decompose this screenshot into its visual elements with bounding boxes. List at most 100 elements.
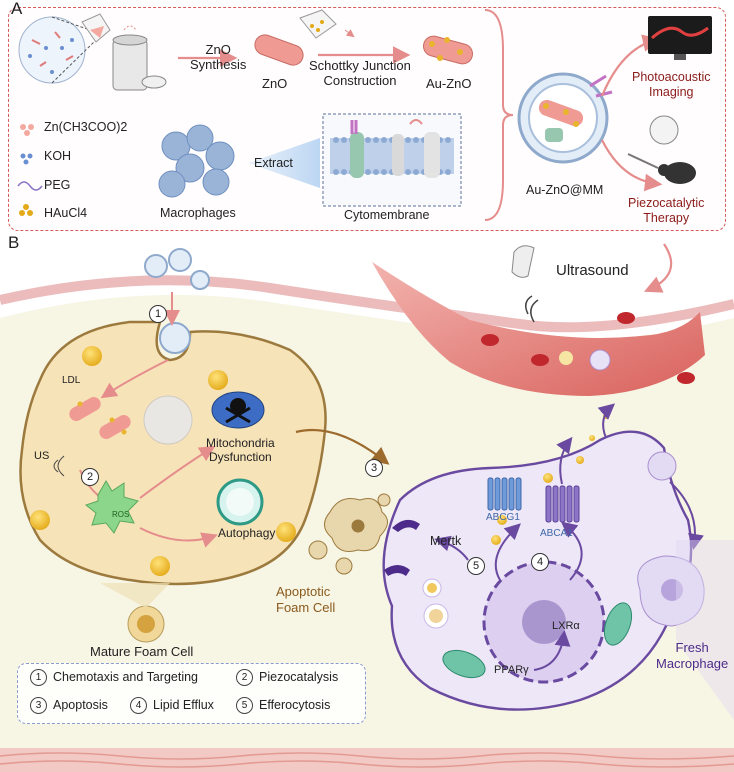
photoacoustic-label: Photoacoustic Imaging xyxy=(632,70,711,99)
lysosome xyxy=(143,395,193,445)
reagent-icons xyxy=(17,124,43,216)
schottky-label: Schottky Junction Construction xyxy=(309,58,411,88)
cytomembrane-box xyxy=(322,113,462,207)
abca1-label: ABCA1 xyxy=(540,528,573,539)
apoptotic-foam-cell-label: Apoptotic Foam Cell xyxy=(276,584,336,615)
step-1-marker: 1 xyxy=(149,305,167,323)
autophagy-label: Autophagy xyxy=(218,526,276,540)
cytomembrane-label: Cytomembrane xyxy=(344,208,430,222)
legend-number: 4 xyxy=(130,697,147,714)
mertk-label: Mertk xyxy=(430,534,462,548)
fresh-macrophage-label: Fresh Macrophage xyxy=(656,640,729,671)
us-label: US xyxy=(34,450,50,462)
legend-text: Apoptosis xyxy=(53,697,108,712)
abcg1-transporter xyxy=(487,477,522,511)
recruited-macrophages xyxy=(637,451,705,627)
reagent-peg: PEG xyxy=(44,178,71,192)
abca1-transporter xyxy=(545,485,580,523)
macrophage-zoom xyxy=(676,540,734,720)
us-waves xyxy=(53,455,65,477)
endothelium xyxy=(0,275,734,333)
ros-to-mito-arrow xyxy=(139,445,216,499)
ultrasound-probe-icon xyxy=(511,245,539,323)
incoming-nanoparticles xyxy=(144,248,210,354)
lxr-to-abcg1-arrow xyxy=(494,523,521,581)
legend-item-lipid-efflux: 4 Lipid Efflux xyxy=(130,697,214,714)
legend-text: Chemotaxis and Targeting xyxy=(53,669,198,684)
legend-item-piezocatalysis: 2 Piezocatalysis xyxy=(236,669,338,686)
foam-cell-zoom xyxy=(100,583,170,608)
lipid-droplets xyxy=(30,346,296,576)
blood-vessel xyxy=(372,262,705,396)
step-3-marker: 3 xyxy=(365,459,383,477)
macrophage-cluster xyxy=(158,124,235,198)
ros-to-autophagy-arrow xyxy=(139,527,218,548)
au-zno-mm-label: Au-ZnO@MM xyxy=(526,183,604,197)
internalization-arrow xyxy=(100,359,169,399)
abcg1-label: ABCG1 xyxy=(486,512,520,523)
legend-text: Efferocytosis xyxy=(259,697,331,712)
zno-synthesis-label: ZnO Synthesis xyxy=(190,42,247,72)
flask-gold-icon xyxy=(299,9,355,39)
step-5-marker: 5 xyxy=(467,557,485,575)
reagent-zinc-acetate: Zn(CH3COO)2 xyxy=(44,120,128,134)
nanoparticle-dispersion xyxy=(18,16,97,84)
mitochondria-skull-icon xyxy=(211,391,265,429)
apoptosis-arrow xyxy=(295,428,390,465)
panel-b-label: B xyxy=(8,233,20,252)
autoclave-icon xyxy=(112,25,167,91)
ultrasound-arrow xyxy=(643,243,673,293)
ppary-label: PPARγ xyxy=(494,664,529,676)
legend-item-chemotaxis: 1 Chemotaxis and Targeting xyxy=(30,669,198,686)
legend-number: 5 xyxy=(236,697,253,714)
ultrasound-label: Ultrasound xyxy=(556,262,629,279)
mitochondria-label: Mitochondria Dysfunction xyxy=(206,436,275,464)
reagent-haucl4: HAuCl4 xyxy=(44,206,88,220)
efflux-arrow xyxy=(556,436,573,485)
bottom-vessel-wall xyxy=(0,748,734,772)
au-zno-mm-particle xyxy=(517,72,613,164)
ppar-to-lxr-arrow xyxy=(533,630,571,671)
panel-a-label: A xyxy=(11,0,23,18)
legend-item-apoptosis: 3 Apoptosis xyxy=(30,697,108,714)
mitochondria-icons xyxy=(442,602,633,679)
mature-foam-cell xyxy=(19,320,327,586)
panel-a-bracket xyxy=(484,9,514,221)
efferocytosis-arrow xyxy=(434,535,469,561)
lxra-label: LXRα xyxy=(552,620,580,632)
ldl-label: LDL xyxy=(62,375,81,386)
legend-number: 2 xyxy=(236,669,253,686)
phagosomes xyxy=(422,578,449,629)
zno-rod xyxy=(254,34,304,66)
mature-foam-cell-label: Mature Foam Cell xyxy=(90,644,194,659)
therapy-arrow xyxy=(601,139,663,192)
monitor-icon xyxy=(648,16,712,60)
zno-label: ZnO xyxy=(262,76,288,91)
legend-text: Lipid Efflux xyxy=(153,697,214,712)
au-zno-rod xyxy=(423,35,473,65)
au-zno-label: Au-ZnO xyxy=(426,76,472,91)
flask-icon xyxy=(81,13,111,43)
ros-burst xyxy=(84,480,139,534)
blood-cells xyxy=(481,312,695,384)
lxr-to-abca1-arrow xyxy=(560,521,583,581)
piezocatalytic-label: Piezocatalytic Therapy xyxy=(628,196,705,225)
step-4-marker: 4 xyxy=(531,553,549,571)
reagent-koh: KOH xyxy=(44,149,72,163)
legend-number: 1 xyxy=(30,669,47,686)
extract-label: Extract xyxy=(254,156,293,170)
mertk-receptors xyxy=(384,519,420,576)
autophagosome xyxy=(216,478,264,526)
ros-label: ROS xyxy=(112,510,130,519)
apoptotic-foam-cell xyxy=(308,493,391,575)
extract-arrow xyxy=(248,138,320,188)
foam-cell-icon xyxy=(127,605,165,643)
legend-number: 3 xyxy=(30,697,47,714)
legend-box xyxy=(17,663,366,724)
legend-item-efferocytosis: 5 Efferocytosis xyxy=(236,697,330,714)
au-zno-rods-in-cell xyxy=(69,397,131,439)
mouse-icon xyxy=(627,115,696,184)
lipid-exit-arrow xyxy=(597,403,616,439)
legend-text: Piezocatalysis xyxy=(259,669,339,684)
